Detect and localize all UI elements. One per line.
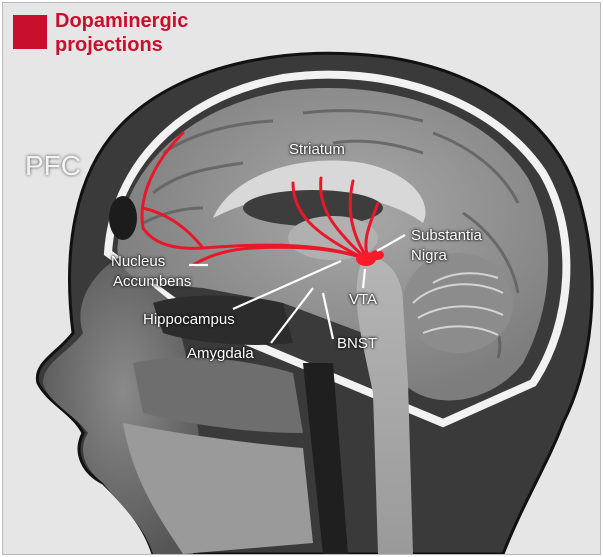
label-nigra: Nigra — [411, 247, 447, 265]
legend-line-2: projections — [55, 33, 255, 57]
label-substantia: Substantia — [411, 227, 482, 245]
label-bnst: BNST — [337, 335, 377, 353]
mri-sagittal-head — [3, 3, 600, 554]
label-pfc: PFC — [25, 151, 81, 181]
legend-label: Dopaminergic projections — [55, 9, 255, 57]
cerebellum — [403, 253, 513, 353]
label-hippocampus: Hippocampus — [143, 311, 235, 329]
legend-swatch — [13, 15, 47, 49]
label-accumbens: Accumbens — [113, 273, 191, 291]
label-nucleus: Nucleus — [111, 253, 165, 271]
sn-blob — [370, 250, 384, 260]
legend-line-1: Dopaminergic — [55, 9, 255, 33]
label-striatum: Striatum — [289, 141, 345, 159]
label-vta: VTA — [349, 291, 377, 309]
label-amygdala: Amygdala — [187, 345, 254, 363]
frontal-sinus — [109, 196, 137, 240]
